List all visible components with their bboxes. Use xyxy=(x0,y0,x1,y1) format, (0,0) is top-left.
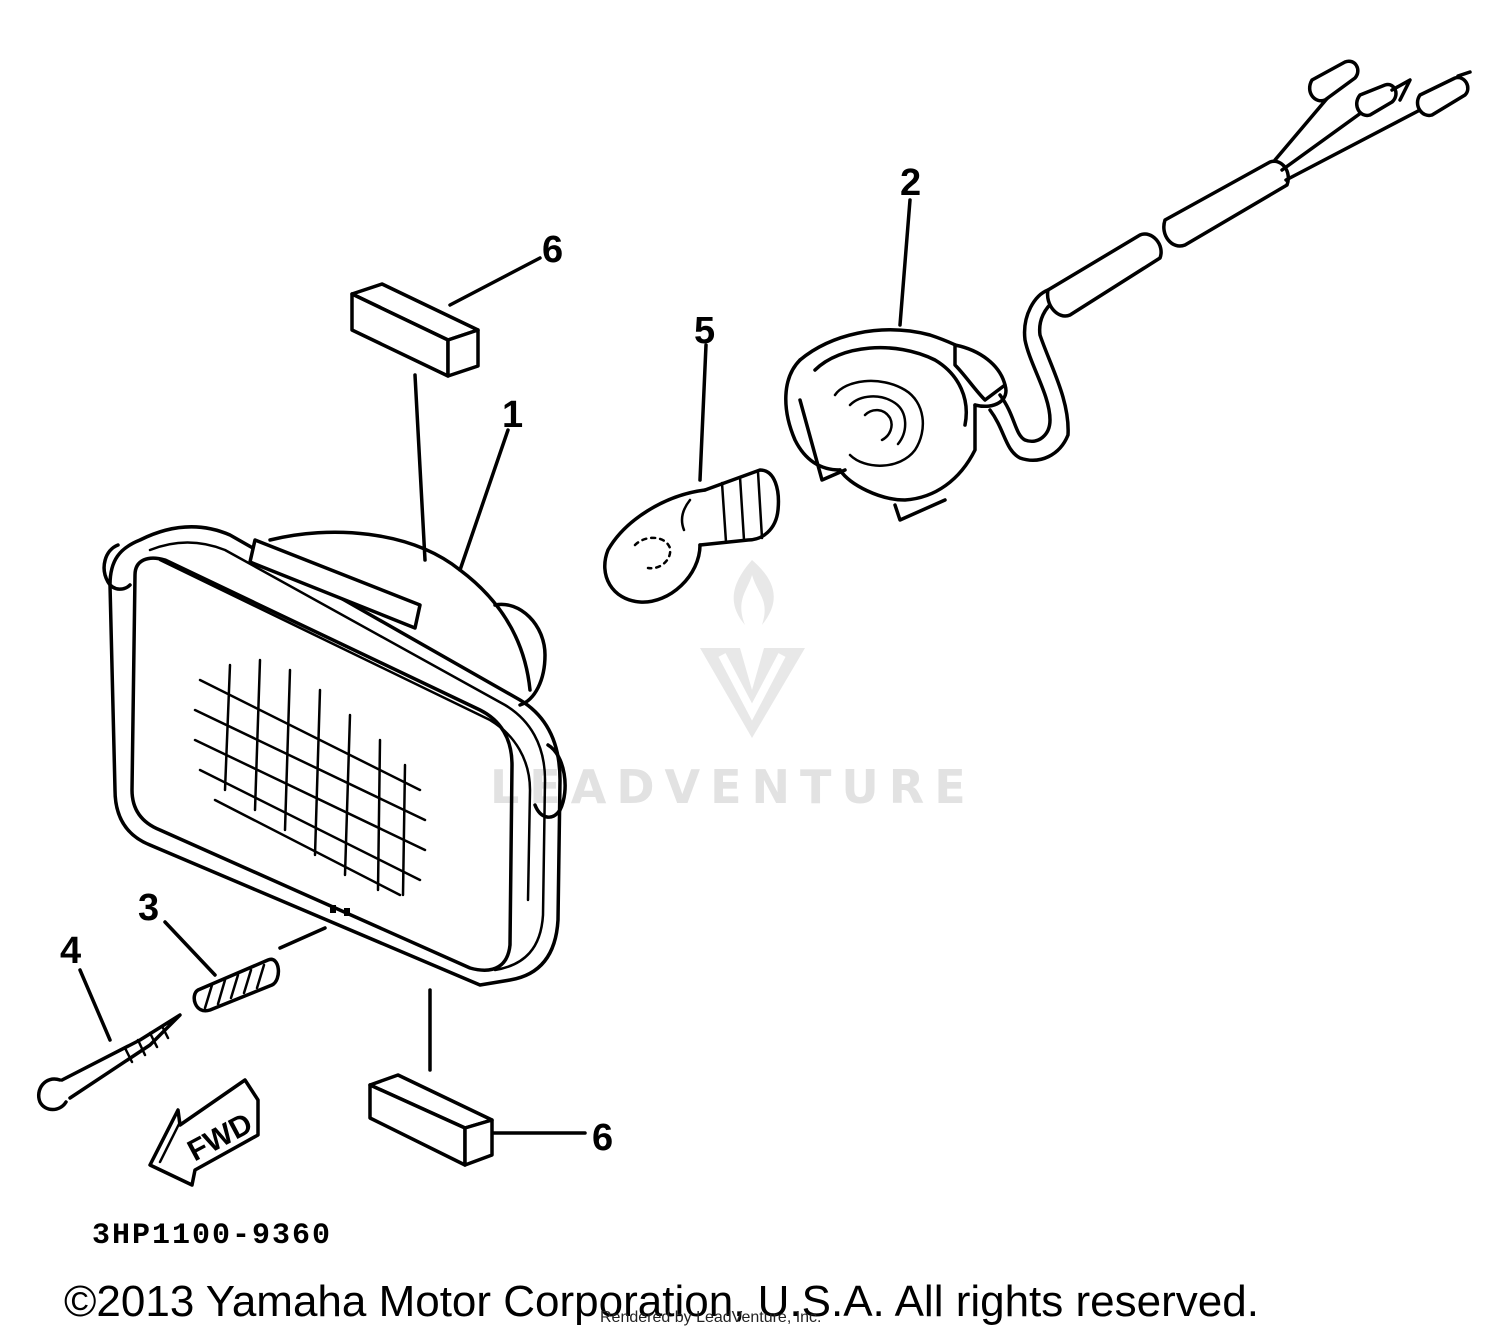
bulb xyxy=(603,468,781,604)
callout-3: 3 xyxy=(138,887,159,929)
callout-4: 4 xyxy=(60,930,81,972)
part-code: 3HP1100-9360 xyxy=(92,1219,332,1253)
copyright-notice: ©2013 Yamaha Motor Corporation, U.S.A. A… xyxy=(64,1277,1259,1326)
screw xyxy=(37,1013,182,1112)
callout-1: 1 xyxy=(502,394,523,436)
leader-lines xyxy=(78,198,912,1135)
rendered-by-notice: Rendered by LeadVenture, Inc. xyxy=(600,1309,822,1326)
callout-6-bottom: 6 xyxy=(592,1117,613,1159)
callout-2: 2 xyxy=(900,162,921,204)
fwd-arrow-icon: FWD xyxy=(148,1078,260,1187)
callout-6-top: 6 xyxy=(542,229,563,271)
watermark-logo xyxy=(700,560,805,738)
headlight-unit xyxy=(102,525,567,987)
wire-harness xyxy=(988,59,1472,462)
damper-block-top xyxy=(350,282,480,378)
damper-block-bottom xyxy=(368,1073,494,1167)
spring xyxy=(192,957,281,1013)
watermark-text: LEADVENTURE xyxy=(490,760,976,814)
bulb-socket xyxy=(784,328,1008,522)
callout-5: 5 xyxy=(694,310,715,352)
